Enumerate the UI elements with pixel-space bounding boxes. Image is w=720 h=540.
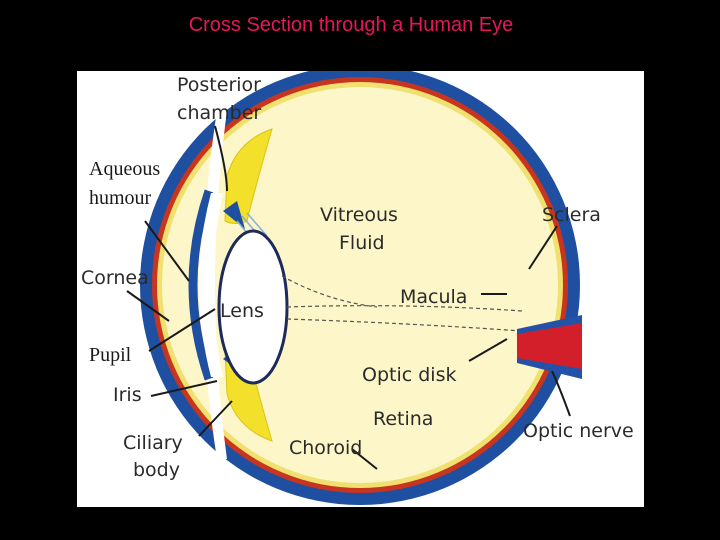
label-macula: Macula [400, 286, 467, 308]
leader-choroid [351, 448, 378, 470]
slide-title: Cross Section through a Human Eye [188, 14, 514, 36]
label-aqueous: Aqueous [89, 158, 160, 180]
leader-optic-disk [468, 338, 508, 362]
label-iris: Iris [113, 384, 142, 406]
aqueous-chamber [199, 193, 223, 377]
label-humour: humour [89, 187, 152, 209]
cornea-shape [188, 189, 214, 381]
vitreous-body [162, 87, 558, 483]
visual-axis [286, 305, 523, 312]
leader-sclera [528, 225, 558, 270]
iris-upper [223, 201, 245, 229]
eye-diagram-svg: Posterior chamber Aqueous humour Cornea … [81, 71, 634, 505]
leader-iris [150, 380, 218, 397]
label-fluid: Fluid [339, 232, 385, 254]
leader-cornea [126, 290, 170, 322]
label-optic-nerve: Optic nerve [523, 420, 634, 442]
label-choroid: Choroid [289, 437, 362, 459]
leader-posterior-chamber [214, 125, 228, 192]
label-chamber: chamber [177, 102, 261, 124]
label-retina: Retina [373, 408, 433, 430]
axis-upper [281, 275, 378, 308]
leader-pupil [148, 308, 216, 352]
leader-aqueous-humour [144, 220, 190, 282]
label-cornea: Cornea [81, 267, 149, 289]
label-ciliary: Ciliary [123, 432, 183, 454]
label-lens: Lens [220, 300, 264, 322]
leader-ciliary-body [198, 400, 233, 437]
label-pupil: Pupil [89, 344, 132, 366]
leader-optic-nerve [551, 370, 571, 417]
label-vitreous: Vitreous [320, 204, 398, 226]
optic-axis [286, 318, 523, 332]
label-body: body [133, 459, 180, 481]
label-optic-disk: Optic disk [362, 364, 456, 386]
label-sclera: Sclera [542, 204, 601, 226]
label-posterior: Posterior [177, 74, 261, 96]
eye-diagram: Posterior chamber Aqueous humour Cornea … [77, 71, 644, 507]
ciliary-body-upper [224, 128, 273, 224]
optic-nerve-red [517, 323, 582, 369]
